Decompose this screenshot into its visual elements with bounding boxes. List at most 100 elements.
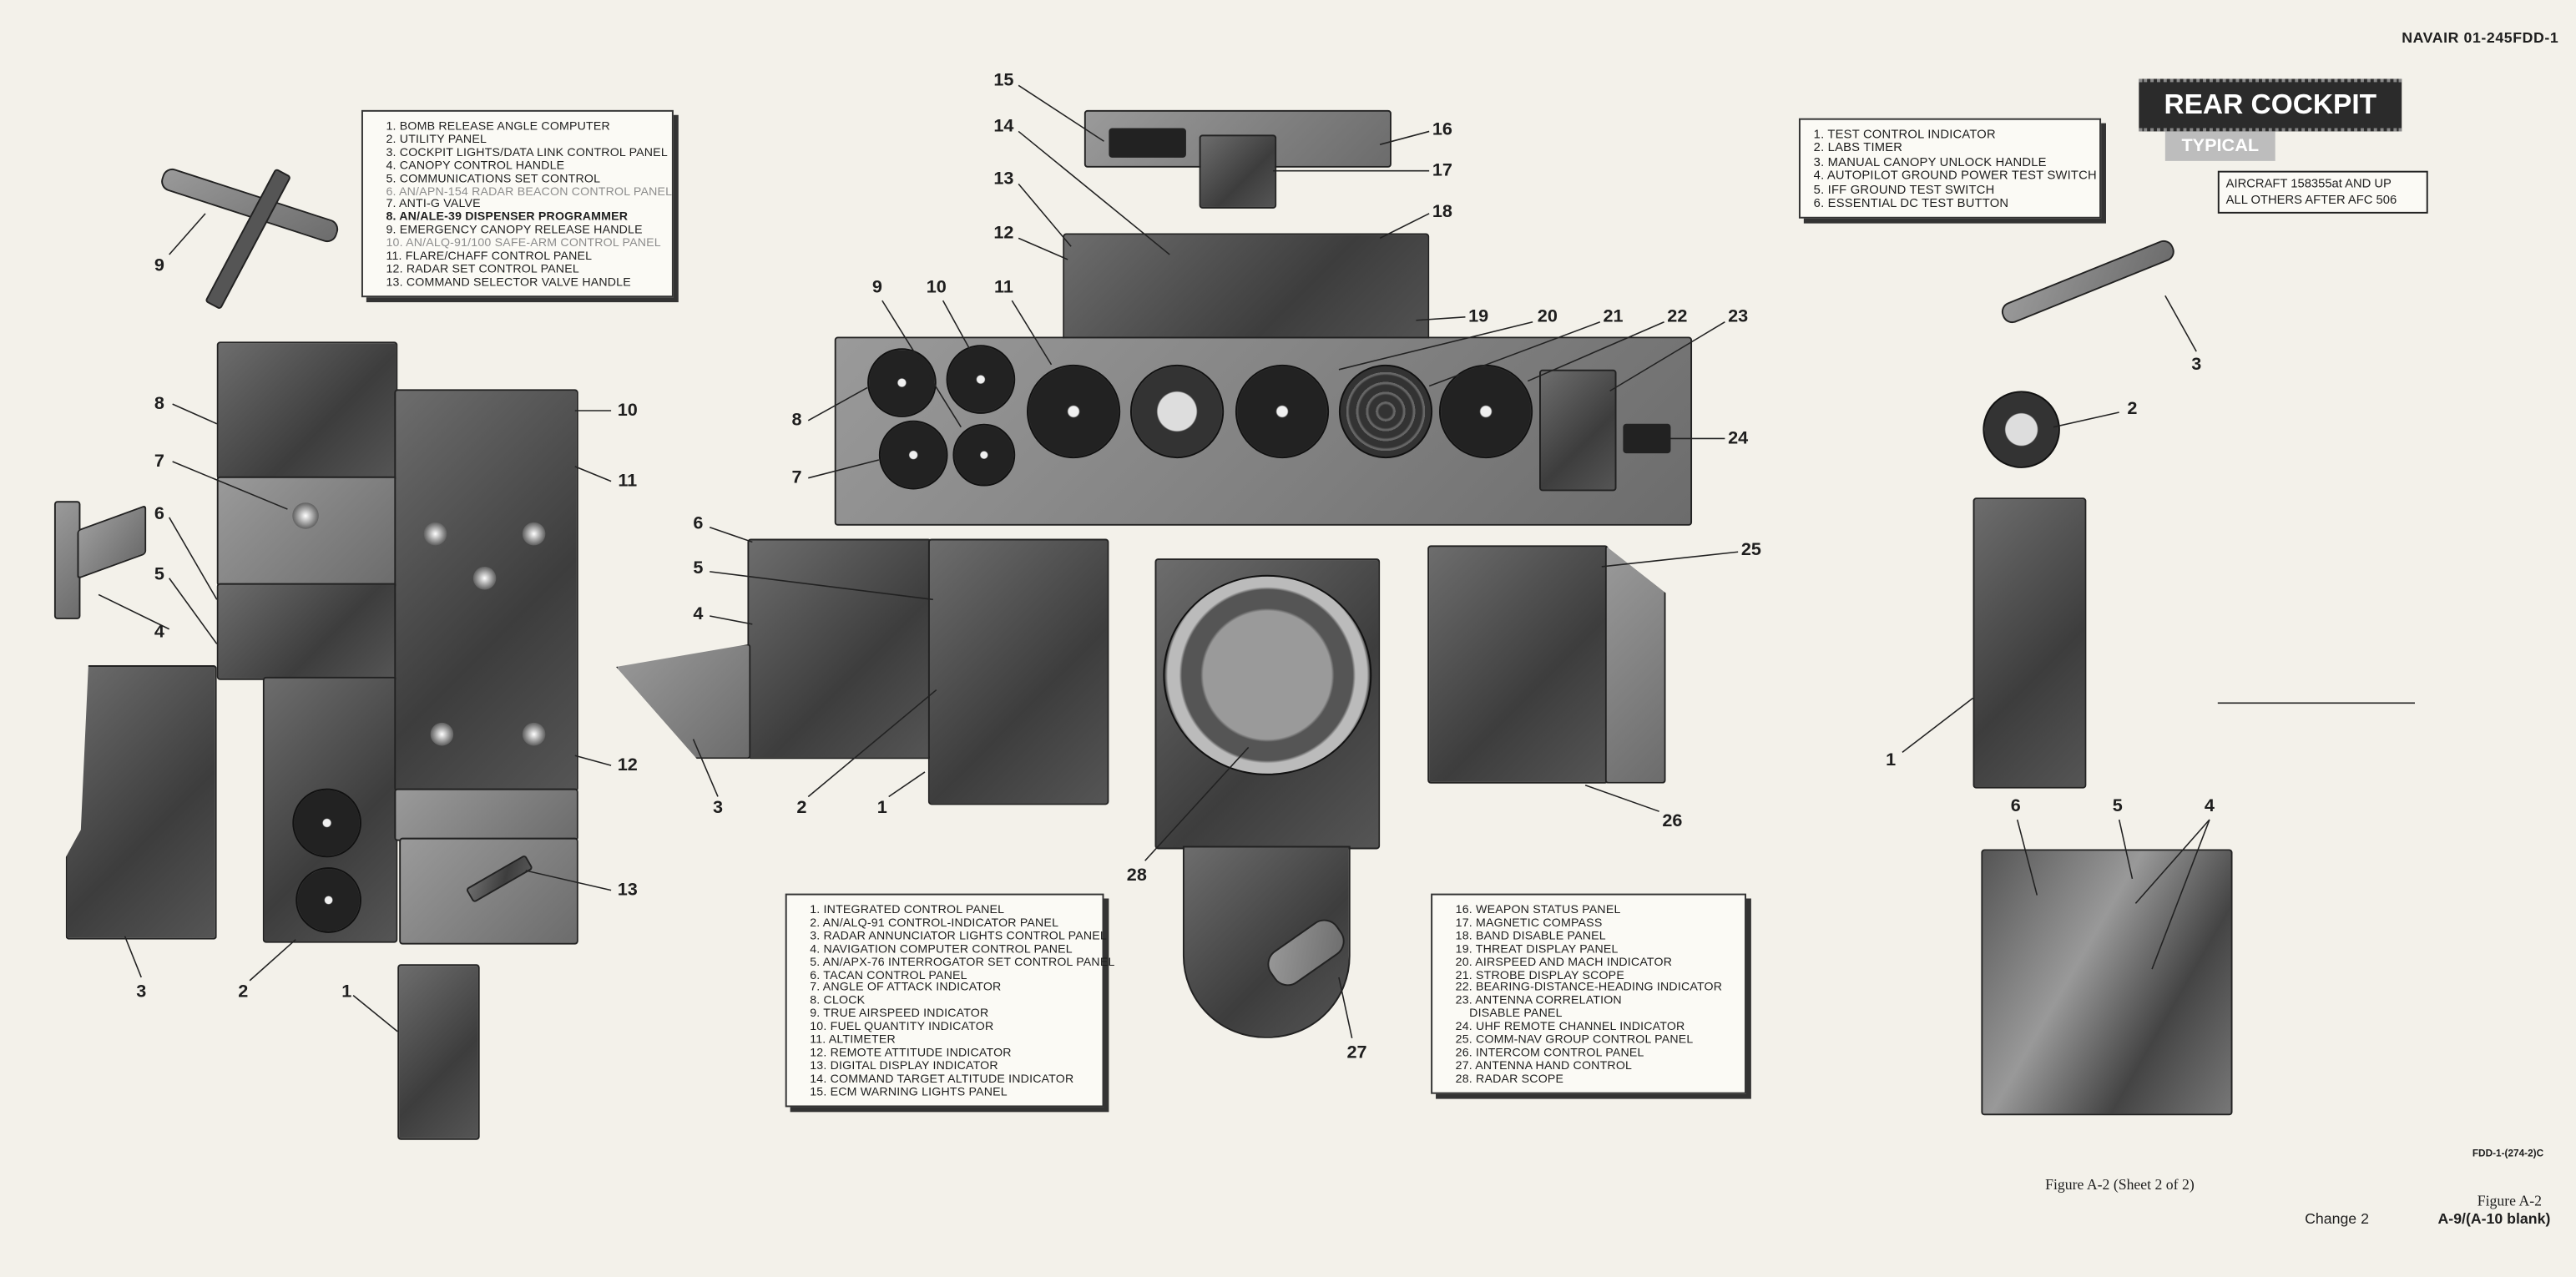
callout-number: 9 (154, 256, 164, 276)
art-number: FDD-1-(274-2)C (2472, 1149, 2544, 1160)
legend-item: 2. UTILITY PANEL (386, 131, 487, 146)
blank-panel (394, 788, 578, 841)
radar-knob (430, 722, 454, 746)
legend-item: 6. ESSENTIAL DC TEST BUTTON (1813, 195, 2009, 210)
callout-number: 24 (1728, 428, 1749, 449)
callout-number: 22 (1667, 307, 1688, 327)
callout-number: 20 (1537, 307, 1558, 327)
applicability-line: ALL OTHERS AFTER AFC 506 (2225, 192, 2397, 207)
utility-gauge (292, 788, 361, 858)
callout-number: 8 (154, 394, 164, 414)
title-banner: REAR COCKPIT (2139, 78, 2402, 132)
legend-item: 5. AN/APX-76 INTERROGATOR SET CONTROL PA… (810, 953, 1115, 969)
legend-item: 23. ANTENNA CORRELATION (1455, 992, 1622, 1008)
fuel-quantity-gauge (952, 423, 1016, 487)
legend-item: 1. BOMB RELEASE ANGLE COMPUTER (386, 118, 610, 134)
callout-number: 23 (1728, 307, 1749, 327)
legend-item: 5. IFF GROUND TEST SWITCH (1813, 181, 1995, 197)
legend-item: 6. AN/APN-154 RADAR BEACON CONTROL PANEL (386, 183, 673, 199)
legend-item: DISABLE PANEL (1455, 1005, 1563, 1021)
callout-number: 2 (238, 982, 249, 1002)
strobe-display-scope (1338, 364, 1433, 459)
callout-number: 4 (2204, 796, 2215, 817)
legend-item: 11. ALTIMETER (810, 1032, 896, 1047)
callout-number: 12 (993, 223, 1014, 244)
legend-item: 8. CLOCK (810, 992, 866, 1008)
callout-number: 7 (791, 467, 802, 488)
radar-knob (522, 522, 546, 546)
legend-item: 3. RADAR ANNUNCIATOR LIGHTS CONTROL PANE… (810, 927, 1107, 943)
callout-number: 14 (993, 116, 1014, 137)
legend-item: 10. FUEL QUANTITY INDICATOR (810, 1018, 994, 1034)
legend-item: 12. REMOTE ATTITUDE INDICATOR (810, 1044, 1012, 1060)
callout-number: 1 (341, 982, 352, 1002)
legend-item: 12. RADAR SET CONTROL PANEL (386, 260, 579, 276)
callout-number: 26 (1662, 811, 1683, 831)
figure-reference: Figure A-2 (2477, 1192, 2542, 1209)
legend-item: 13. COMMAND SELECTOR VALVE HANDLE (386, 274, 631, 290)
remote-attitude-indicator (1129, 364, 1225, 459)
callout-number: 13 (993, 169, 1014, 189)
anti-g-valve-panel (216, 476, 398, 587)
callout-number: 3 (136, 982, 147, 1002)
callout-number: 13 (617, 880, 638, 901)
legend-item: 22. BEARING-DISTANCE-HEADING INDICATOR (1455, 979, 1723, 995)
test-control-indicator (1972, 497, 2087, 789)
legend-item: 27. ANTENNA HAND CONTROL (1455, 1057, 1633, 1073)
callout-number: 8 (791, 411, 802, 431)
angle-of-attack-gauge (878, 420, 948, 490)
callout-number: 12 (617, 755, 638, 775)
callout-number: 3 (2191, 355, 2202, 375)
legend-item: 15. ECM WARNING LIGHTS PANEL (810, 1083, 1008, 1098)
legend-item: 25. COMM-NAV GROUP CONTROL PANEL (1455, 1032, 1694, 1047)
manual-canopy-unlock-handle (1998, 237, 2178, 326)
legend-item: 1. TEST CONTROL INDICATOR (1813, 126, 1996, 142)
legend-item: 7. ANGLE OF ATTACK INDICATOR (810, 979, 1002, 995)
callout-number: 1 (876, 798, 887, 819)
callout-number: 3 (712, 798, 724, 819)
radar-set-control-panel (394, 389, 578, 792)
canopy-control-bracket (77, 504, 147, 580)
applicability-line: AIRCRAFT 158355at AND UP (2225, 175, 2392, 191)
callout-number: 25 (1740, 540, 1761, 561)
integrated-control-panel (927, 538, 1109, 805)
callout-number: 9 (871, 277, 882, 298)
callout-number: 4 (154, 622, 164, 643)
legend-item: 24. UHF REMOTE CHANNEL INDICATOR (1455, 1018, 1685, 1034)
radar-knob (472, 566, 497, 590)
callout-number: 2 (796, 798, 807, 819)
bomb-release-angle-computer (397, 964, 480, 1140)
legend-item: 8. AN/ALE-39 DISPENSER PROGRAMMER (386, 209, 629, 225)
legend-item: 9. EMERGENCY CANOPY RELEASE HANDLE (386, 222, 643, 237)
legend-item: 21. STROBE DISPLAY SCOPE (1455, 967, 1624, 982)
legend-item: 1. INTEGRATED CONTROL PANEL (810, 901, 1005, 917)
utility-gauge (295, 867, 361, 933)
page-number: A-9/(A-10 blank) (2437, 1210, 2551, 1228)
legend-item: 20. AIRSPEED AND MACH INDICATOR (1455, 953, 1673, 969)
true-airspeed-gauge (946, 345, 1016, 414)
navigation-tacan-panels (747, 538, 932, 760)
figure-caption: Figure A-2 (Sheet 2 of 2) (2045, 1176, 2195, 1193)
legend-item: 16. WEAPON STATUS PANEL (1455, 901, 1621, 917)
anti-g-valve-knob (292, 502, 319, 529)
takeoff-landing-checklist (1604, 545, 1666, 784)
callout-number: 5 (154, 564, 164, 585)
altimeter-gauge (1027, 364, 1121, 459)
callout-number: 19 (1468, 307, 1489, 327)
antenna-correlation-disable-panel (1539, 369, 1617, 492)
legend-item: 17. MAGNETIC COMPASS (1455, 914, 1603, 930)
callout-number: 6 (154, 504, 164, 524)
doc-number: NAVAIR 01-245FDD-1 (2402, 29, 2559, 47)
labs-timer (1983, 391, 2060, 468)
legend-item: 14. COMMAND TARGET ALTITUDE INDICATOR (810, 1070, 1074, 1086)
legend-item: 28. RADAR SCOPE (1455, 1070, 1564, 1086)
callout-number: 10 (617, 401, 638, 421)
change-number: Change 2 (2305, 1210, 2369, 1228)
dispenser-programmer-panel (216, 341, 398, 480)
callout-number: 10 (926, 277, 947, 298)
callout-number: 6 (693, 513, 704, 534)
callout-number: 2 (2127, 399, 2138, 419)
callout-number: 5 (2112, 796, 2123, 817)
